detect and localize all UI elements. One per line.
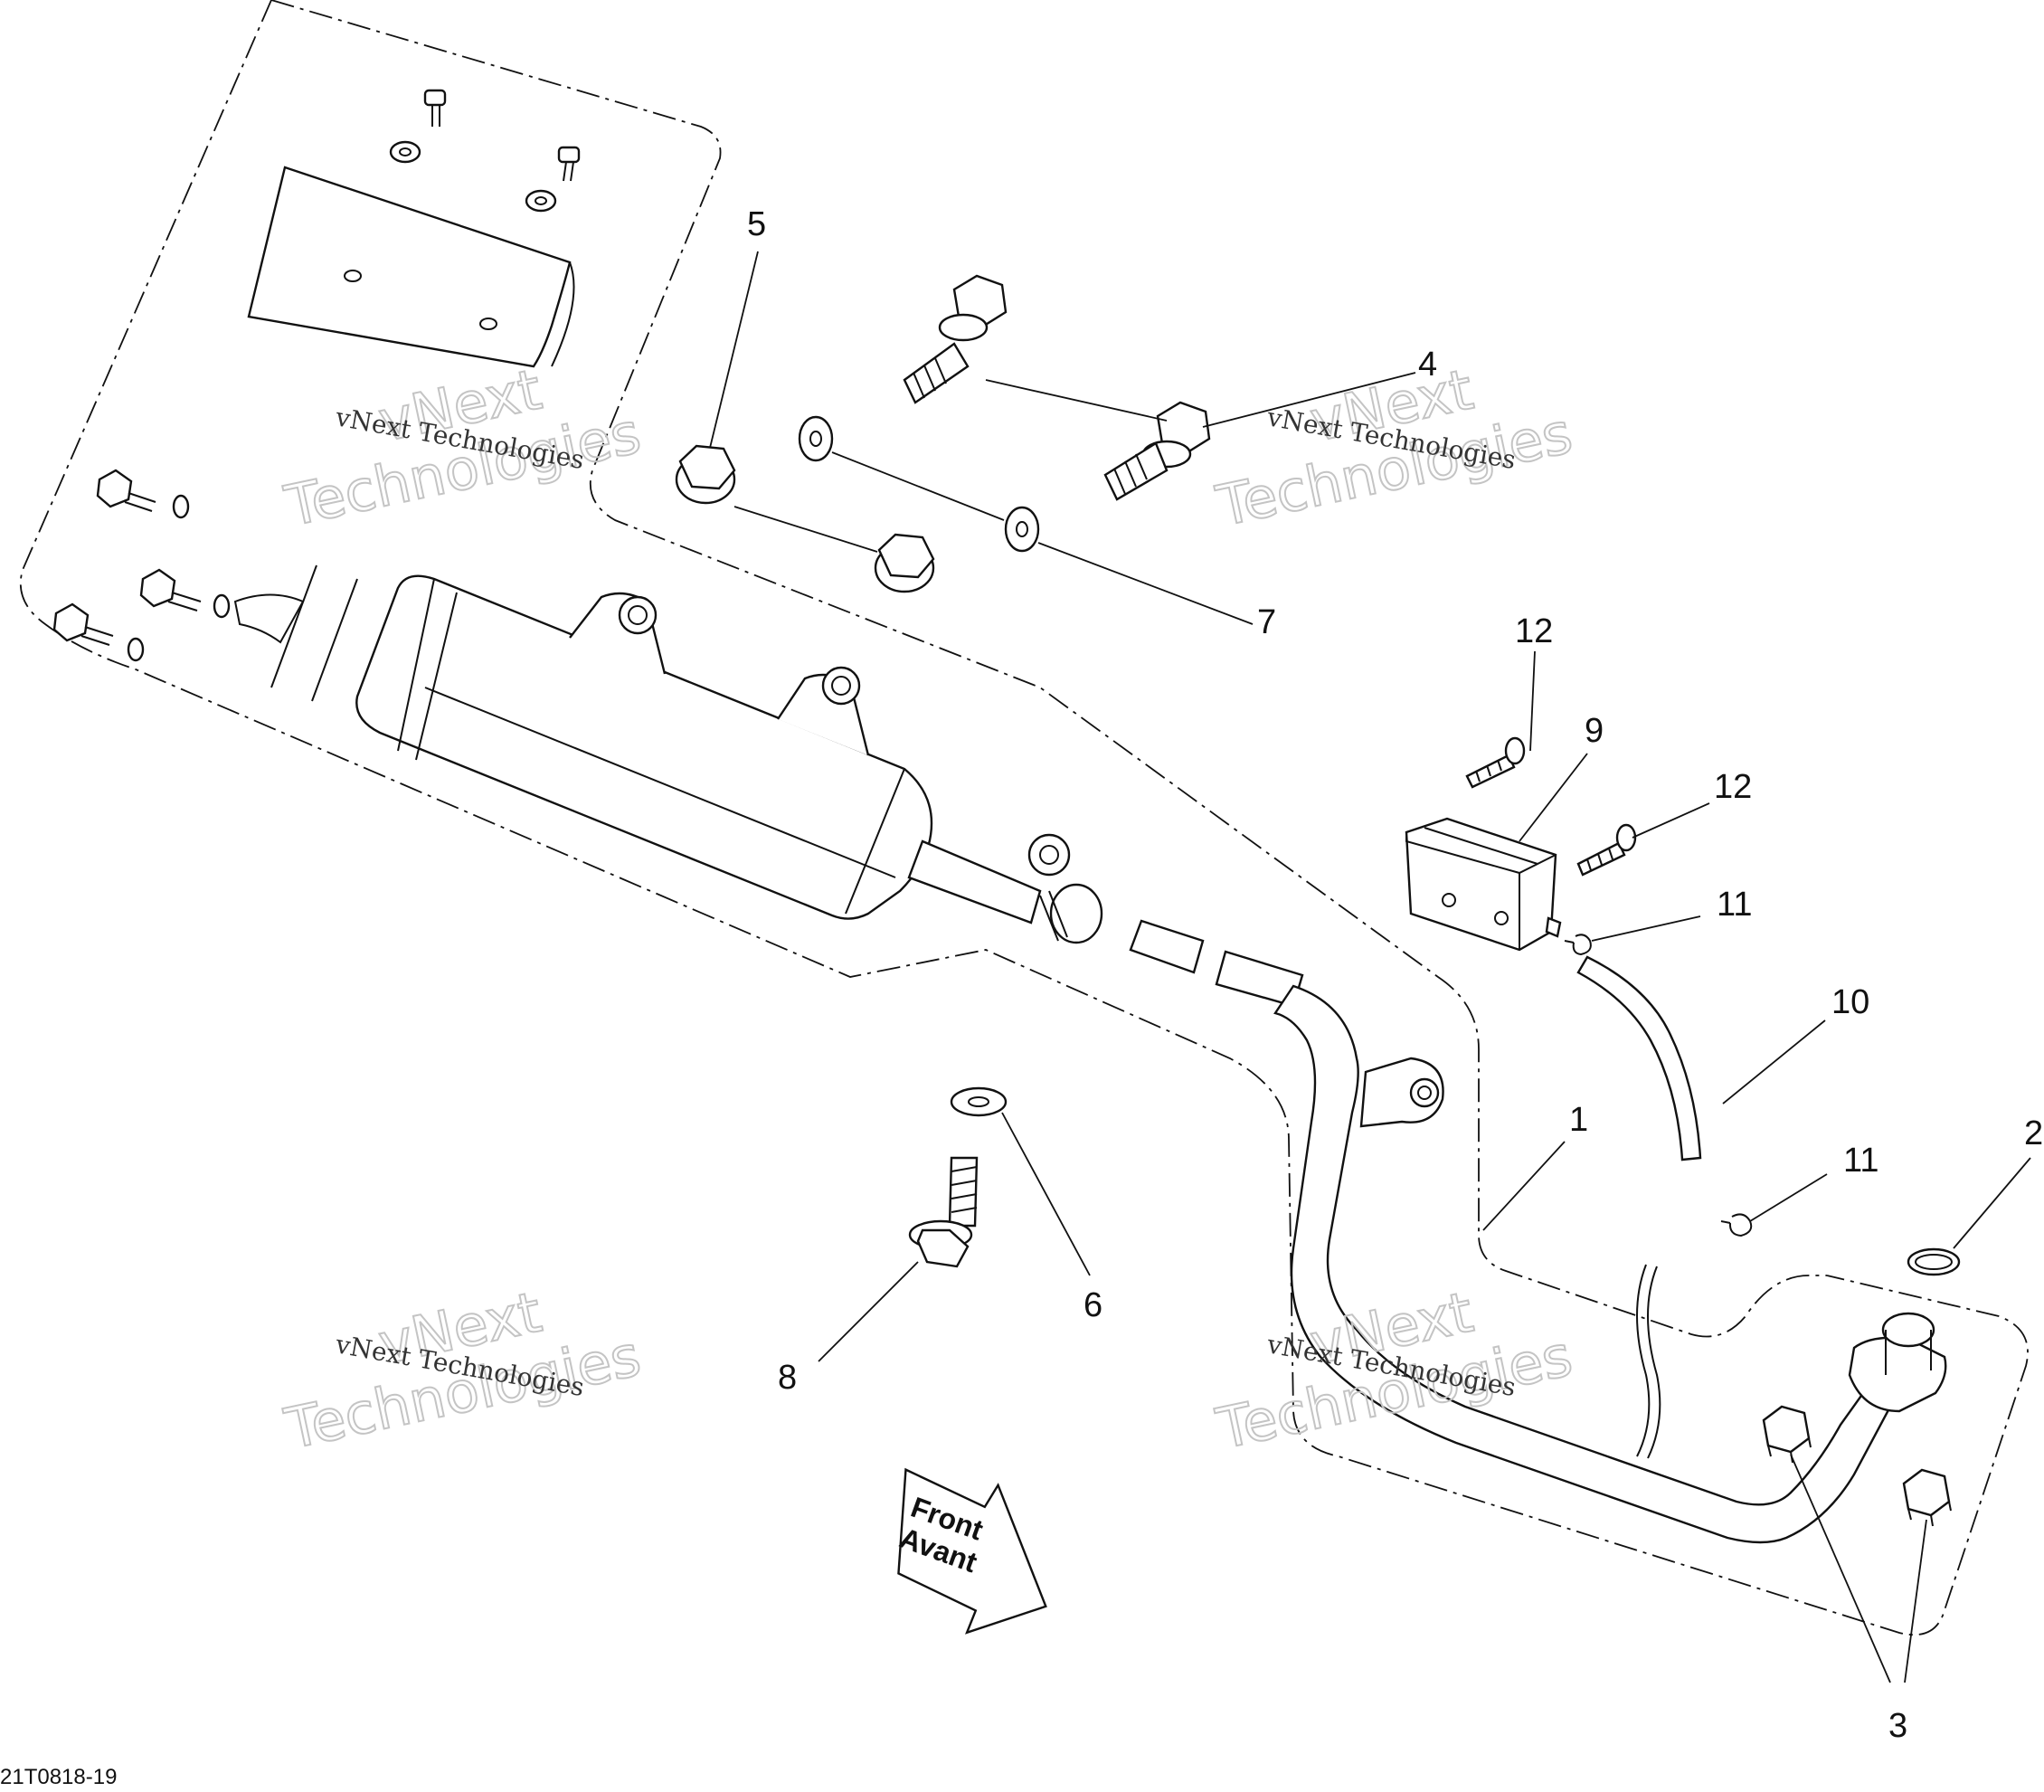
- callout-9: 9: [1585, 712, 1604, 750]
- muffler-bracket-1: [569, 592, 667, 675]
- shield-screw-5: [52, 602, 145, 662]
- breather-hose: [1576, 955, 1702, 1161]
- bolt-8: [908, 1156, 979, 1268]
- group-outline-muffler: [19, 0, 2029, 1636]
- screw-12-lower: [1576, 823, 1637, 877]
- hose-clamp-upper: [1564, 934, 1592, 956]
- washer-7-upper: [798, 415, 834, 462]
- callout-10: 10: [1831, 983, 1869, 1021]
- callout-2: 2: [2024, 1114, 2043, 1152]
- callout-4: 4: [1418, 346, 1437, 384]
- shield-screw-1: [389, 89, 447, 164]
- shield-screw-4: [139, 568, 231, 619]
- muffler: [355, 574, 1103, 944]
- front-direction-arrow: Front Avant: [895, 1467, 1047, 1635]
- washer-6: [950, 1086, 1008, 1117]
- pipe-sleeves: [1129, 919, 1304, 1008]
- shield-screw-2: [525, 146, 581, 213]
- callout-5: 5: [747, 205, 766, 243]
- nut-5-upper: [675, 444, 736, 505]
- gasket-ring: [1907, 1247, 1961, 1276]
- header-pipe: [1273, 984, 1947, 1544]
- callout-3: 3: [1888, 1707, 1907, 1745]
- hose-clamp-lower: [1720, 1213, 1753, 1237]
- washer-7-lower: [1004, 506, 1040, 553]
- callout-6: 6: [1084, 1286, 1102, 1324]
- muffler-bracket-2: [777, 666, 870, 756]
- screw-12-upper: [1465, 736, 1526, 789]
- valve-box: [1405, 817, 1562, 952]
- drawing-reference-code: 21T0818-19: [0, 1765, 117, 1789]
- leader-lines: [709, 251, 2031, 1683]
- callouts: 1 2 3 4 5 6 7 8 9 10 11 11 12 12: [747, 205, 2043, 1745]
- callout-1: 1: [1569, 1101, 1588, 1139]
- bolt-4-upper: [903, 274, 1008, 404]
- callout-8: 8: [778, 1359, 797, 1397]
- callout-11-upper: 11: [1717, 886, 1752, 924]
- shield-screw-3: [96, 469, 190, 519]
- flange-nut-2: [1902, 1468, 1952, 1527]
- bolt-4-lower: [1103, 401, 1211, 501]
- callout-12-lower: 12: [1714, 768, 1752, 806]
- flange-nut-1: [1762, 1405, 1812, 1464]
- heat-shield-assembly: [52, 89, 581, 702]
- watermarks: vNext Technologies vNext Technologies vN…: [279, 356, 1579, 1464]
- nut-5-lower: [874, 533, 935, 593]
- callout-12-upper: 12: [1515, 612, 1553, 650]
- callout-7: 7: [1257, 603, 1276, 641]
- callout-11-lower: 11: [1843, 1142, 1878, 1180]
